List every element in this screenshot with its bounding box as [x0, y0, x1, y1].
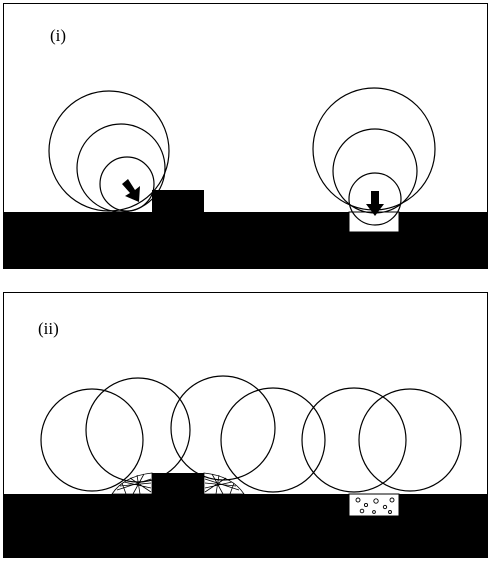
- panel-ii-diagram: [4, 375, 487, 557]
- circle-left-large: [48, 90, 170, 212]
- row-circle-6: [358, 388, 462, 492]
- row-circle-3: [170, 375, 276, 481]
- circle-left-medium: [76, 123, 166, 213]
- row-circle-5: [301, 387, 407, 493]
- hatch-left: [111, 472, 153, 495]
- ground-i: [4, 212, 487, 268]
- down-arrow-icon: [366, 191, 384, 216]
- ground-ii: [4, 494, 487, 557]
- row-circle-1: [40, 388, 144, 492]
- filled-pit: [348, 493, 400, 517]
- circle-right-small: [348, 172, 402, 226]
- raised-bump-ii: [152, 473, 204, 495]
- pit-debris: [355, 497, 395, 514]
- diagonal-arrow-icon: [122, 179, 140, 202]
- panel-label-ii: (ii): [38, 319, 59, 338]
- pit: [348, 211, 400, 233]
- raised-bump: [152, 190, 204, 214]
- circle-left-small: [99, 156, 155, 212]
- panel-i-diagram: [4, 87, 487, 268]
- row-circle-2: [85, 377, 191, 483]
- row-circle-4: [220, 387, 326, 493]
- panel-label-i: (i): [50, 26, 67, 45]
- panel-i: (i): [3, 3, 488, 269]
- hatch-right: [203, 472, 245, 495]
- panel-ii: (ii): [3, 292, 488, 558]
